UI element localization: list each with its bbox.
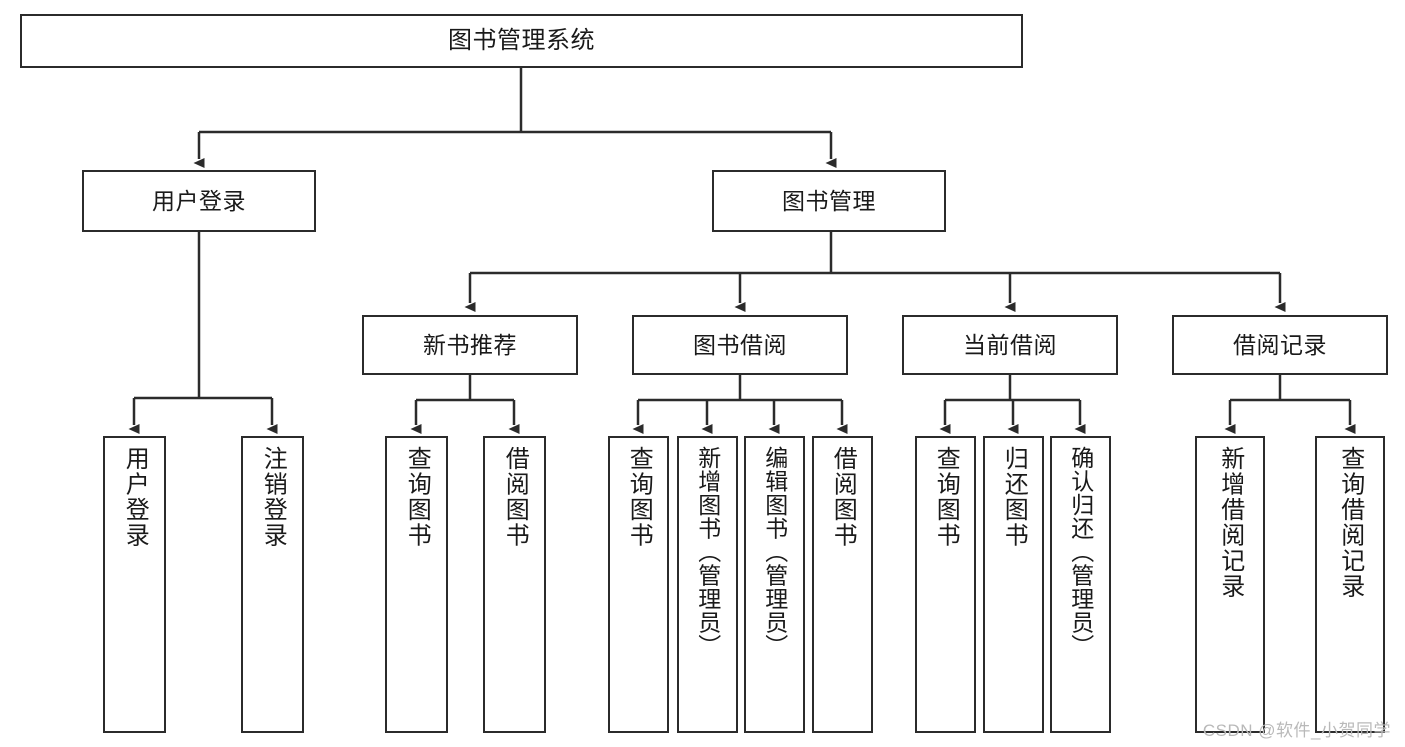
leaf-current-borrow-return-label: 归还图书 bbox=[1000, 446, 1028, 548]
leaf-current-borrow-query[interactable]: 查询图书 bbox=[915, 436, 976, 733]
leaf-user-login-login[interactable]: 用户登录 bbox=[103, 436, 166, 733]
leaf-book-borrow-query-label: 查询图书 bbox=[625, 446, 653, 548]
leaf-new-book-borrow-label: 借阅图书 bbox=[501, 446, 529, 548]
leaf-borrow-record-query[interactable]: 查询借阅记录 bbox=[1315, 436, 1385, 733]
node-book-borrow[interactable]: 图书借阅 bbox=[632, 315, 848, 375]
leaf-book-borrow-borrow-label: 借阅图书 bbox=[829, 446, 857, 548]
leaf-user-login-logout-label: 注销登录 bbox=[259, 446, 287, 548]
node-new-book-recommend[interactable]: 新书推荐 bbox=[362, 315, 578, 375]
node-borrow-record[interactable]: 借阅记录 bbox=[1172, 315, 1388, 375]
node-current-borrow-label: 当前借阅 bbox=[963, 331, 1057, 358]
watermark-text: CSDN @软件_小贺同学 bbox=[1202, 721, 1391, 740]
node-root-system-label: 图书管理系统 bbox=[448, 27, 595, 55]
leaf-book-borrow-borrow[interactable]: 借阅图书 bbox=[812, 436, 873, 733]
node-user-login-label: 用户登录 bbox=[152, 187, 246, 214]
leaf-book-borrow-add-label: 新增图书（管理员） bbox=[694, 446, 721, 658]
node-new-book-recommend-label: 新书推荐 bbox=[423, 331, 517, 358]
leaf-current-borrow-return[interactable]: 归还图书 bbox=[983, 436, 1044, 733]
leaf-new-book-borrow[interactable]: 借阅图书 bbox=[483, 436, 546, 733]
leaf-current-borrow-confirm[interactable]: 确认归还（管理员） bbox=[1050, 436, 1111, 733]
node-user-login[interactable]: 用户登录 bbox=[82, 170, 316, 232]
node-book-manage[interactable]: 图书管理 bbox=[712, 170, 946, 232]
node-book-borrow-label: 图书借阅 bbox=[693, 331, 787, 358]
leaf-book-borrow-add[interactable]: 新增图书（管理员） bbox=[677, 436, 738, 733]
leaf-book-borrow-edit[interactable]: 编辑图书（管理员） bbox=[744, 436, 805, 733]
leaf-borrow-record-add[interactable]: 新增借阅记录 bbox=[1195, 436, 1265, 733]
leaf-current-borrow-query-label: 查询图书 bbox=[932, 446, 960, 548]
leaf-current-borrow-confirm-label: 确认归还（管理员） bbox=[1067, 446, 1094, 658]
leaf-new-book-query-label: 查询图书 bbox=[403, 446, 431, 548]
leaf-user-login-logout[interactable]: 注销登录 bbox=[241, 436, 304, 733]
node-book-manage-label: 图书管理 bbox=[782, 187, 876, 214]
leaf-borrow-record-add-label: 新增借阅记录 bbox=[1216, 446, 1244, 599]
node-root-system[interactable]: 图书管理系统 bbox=[20, 14, 1023, 68]
leaf-borrow-record-query-label: 查询借阅记录 bbox=[1336, 446, 1364, 599]
node-borrow-record-label: 借阅记录 bbox=[1233, 331, 1327, 358]
node-current-borrow[interactable]: 当前借阅 bbox=[902, 315, 1118, 375]
leaf-book-borrow-edit-label: 编辑图书（管理员） bbox=[761, 446, 788, 658]
leaf-user-login-login-label: 用户登录 bbox=[121, 446, 149, 548]
leaf-book-borrow-query[interactable]: 查询图书 bbox=[608, 436, 669, 733]
leaf-new-book-query[interactable]: 查询图书 bbox=[385, 436, 448, 733]
